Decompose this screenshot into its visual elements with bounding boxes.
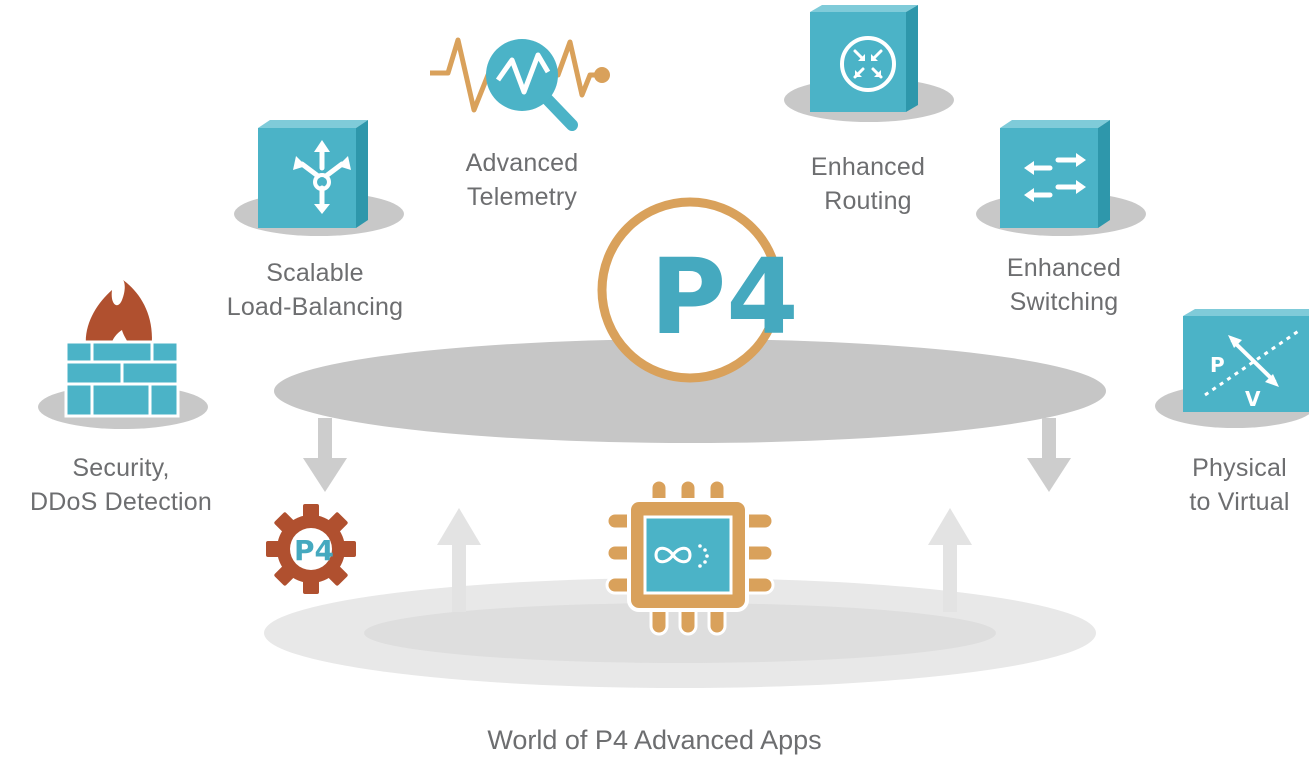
label-load-balancing-line2: Load-Balancing <box>226 293 404 321</box>
p4-gear-icon: P4 <box>266 504 356 594</box>
label-physical-virtual-line1: Physical <box>1192 454 1287 482</box>
label-load-balancing-line1: Scalable <box>266 259 364 287</box>
physical-virtual-icon: P V <box>1155 309 1309 428</box>
label-routing: Enhanced Routing <box>768 150 968 218</box>
telemetry-icon <box>430 37 610 131</box>
control-platform <box>274 339 1106 443</box>
pv-v-letter: V <box>1245 387 1261 411</box>
up-arrow-left <box>437 508 481 612</box>
footer-title: World of P4 Advanced Apps <box>487 725 822 755</box>
down-arrow-left <box>303 418 347 492</box>
base-platform <box>264 578 1096 688</box>
down-arrow-right <box>1027 418 1071 492</box>
infinity-icon <box>654 546 692 564</box>
label-telemetry-line2: Telemetry <box>466 183 578 211</box>
chip-icon <box>605 478 775 636</box>
router-icon <box>784 5 954 122</box>
up-arrow-right <box>928 508 972 612</box>
p4-gear-text: P4 <box>294 534 334 567</box>
label-physical-virtual: Physical to Virtual <box>1170 451 1309 519</box>
label-security-line2: DDoS Detection <box>29 488 213 516</box>
p4-logo-text: P4 <box>650 236 799 358</box>
label-switching-line1: Enhanced <box>1006 254 1122 282</box>
label-load-balancing: Scalable Load-Balancing <box>195 256 435 324</box>
pv-p-letter: P <box>1210 353 1225 377</box>
firewall-icon <box>38 280 208 429</box>
p4-logo: P4 <box>597 197 799 383</box>
switch-icon <box>976 120 1146 236</box>
label-security-line1: Security, <box>72 454 170 482</box>
label-physical-virtual-line2: to Virtual <box>1189 488 1290 516</box>
label-switching-line2: Switching <box>1009 288 1119 316</box>
load-balancer-icon <box>234 120 404 236</box>
label-telemetry-line1: Advanced <box>465 149 579 177</box>
label-routing-line1: Enhanced <box>810 153 926 181</box>
label-routing-line2: Routing <box>824 187 912 215</box>
label-telemetry: Advanced Telemetry <box>422 146 622 214</box>
label-security: Security, DDoS Detection <box>0 451 242 519</box>
label-switching: Enhanced Switching <box>964 251 1164 319</box>
